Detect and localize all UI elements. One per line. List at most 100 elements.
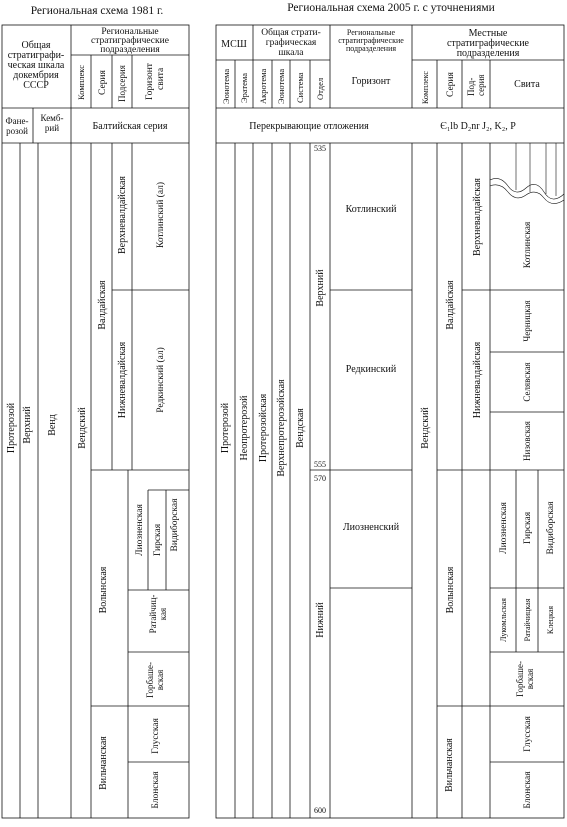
- right-header-msh: МСШ: [221, 39, 247, 50]
- left-upper: Верхний: [22, 406, 33, 444]
- left-vendian-complex: Вендский: [77, 407, 88, 449]
- svg-text:стратиграфические: стратиграфические: [91, 35, 169, 46]
- left-vidibor-suite: Видиборская: [169, 498, 180, 552]
- right-header-general: Общая страти- графическая шкала: [261, 27, 321, 58]
- left-header-subseries: Подсерия: [117, 65, 127, 102]
- svg-text:кая: кая: [158, 608, 168, 620]
- right-kotlin-suite: Котлинская: [523, 221, 533, 268]
- right-vidibor-suite: Видиборская: [545, 501, 556, 555]
- right-vilchan-series: Вильчанская: [444, 738, 455, 792]
- right-blon-suite: Блонская: [523, 771, 533, 809]
- left-vend: Венд: [47, 414, 58, 436]
- right-age-570: 570: [314, 474, 326, 483]
- left-liozno-suite: Лиозненская: [135, 504, 145, 556]
- svg-text:стратиграфические: стратиграфические: [447, 38, 530, 49]
- left-lower-valdai: Нижневалдайская: [117, 341, 128, 418]
- right-proterozoic-acrothem: Протерозойская: [258, 393, 269, 462]
- right-age-555: 555: [314, 460, 326, 469]
- svg-text:вская: вская: [155, 670, 165, 691]
- right-header-eonothem2: Эонотема: [276, 69, 286, 104]
- right-lukoml-suite: Лукомльская: [499, 598, 508, 642]
- right-upper-proterozoic: Верхнепротерозойская: [276, 379, 287, 477]
- left-header-complex: Комплекс: [76, 65, 86, 100]
- right-nizov-suite: Низовская: [522, 421, 532, 461]
- right-header-erathem: Эратема: [239, 73, 249, 103]
- left-header-suite: свита: [156, 67, 166, 90]
- left-gir-suite: Гирская: [153, 523, 163, 556]
- right-seliv-suite: Селявская: [522, 362, 532, 401]
- right-age-535: 535: [314, 144, 326, 153]
- right-redkin-horizon: Редкинский: [346, 364, 397, 375]
- right-liozno-suite: Лиозненская: [499, 502, 509, 554]
- right-header-subseries: Под-: [466, 78, 476, 96]
- right-gorbash-suite: Горбаше-: [515, 661, 525, 697]
- left-valdai-series: Валдайская: [97, 280, 108, 330]
- left-glus-suite: Глусская: [151, 717, 161, 753]
- right-header-eonothem: Эонотема: [221, 69, 231, 104]
- right-lower-division: Нижний: [315, 602, 326, 638]
- left-vilchan-series: Вильчанская: [98, 736, 109, 790]
- right-chern-suite: Черницкая: [522, 300, 532, 341]
- right-header-regional: Региональные стратиграфические подраздел…: [338, 28, 404, 53]
- svg-text:подразделения: подразделения: [457, 48, 520, 59]
- svg-text:ческая шкала: ческая шкала: [8, 60, 65, 71]
- left-header-regional: Региональные стратиграфические подраздел…: [91, 27, 169, 55]
- right-table: МСШ Общая страти- графическая шкала Реги…: [215, 24, 565, 819]
- right-overlying: Перекрывающие отложения: [249, 121, 369, 132]
- left-phanerozoic: Фане-: [6, 116, 29, 126]
- left-table-title: Региональная схема 1981 г.: [31, 5, 164, 17]
- left-ratai-suite: Ратайчиц-: [148, 595, 158, 634]
- right-glus-suite: Глусская: [523, 715, 533, 751]
- left-header-general: Общая стратиграфи- ческая шкала докембри…: [8, 40, 65, 91]
- svg-text:подразделения: подразделения: [100, 45, 160, 55]
- right-vendian-complex: Вендский: [420, 407, 431, 449]
- right-valdai-series: Валдайская: [445, 280, 456, 330]
- svg-text:Местные: Местные: [469, 28, 508, 39]
- svg-text:Общая страти-: Общая страти-: [261, 27, 321, 38]
- left-table: Общая стратиграфи- ческая шкала докембри…: [1, 24, 190, 819]
- svg-text:стратиграфические: стратиграфические: [338, 36, 404, 45]
- left-kotlin-horizon: Котлинский (ал): [155, 182, 166, 248]
- right-header-series: Серия: [446, 71, 456, 97]
- left-blon-suite: Блонская: [151, 771, 161, 809]
- left-gorbash-suite: Горбаше-: [145, 662, 155, 698]
- right-header-horizon: Горизонт: [352, 76, 391, 87]
- svg-text:стратиграфи-: стратиграфи-: [8, 50, 65, 61]
- right-lower-valdai: Нижневалдайская: [472, 341, 483, 418]
- right-header-division: Отдел: [315, 77, 325, 100]
- svg-text:вская: вская: [525, 669, 535, 690]
- right-neoproterozoic: Неопротерозой: [239, 395, 250, 461]
- right-table-title: Региональная схема 2005 г. с уточнениями: [287, 2, 495, 14]
- right-proterozoic: Протерозой: [220, 402, 231, 453]
- right-header-suite: Свита: [514, 79, 540, 90]
- svg-text:подразделения: подразделения: [346, 44, 396, 53]
- left-proterozoic: Протерозой: [6, 402, 17, 453]
- right-header-complex: Комплекс: [421, 71, 430, 104]
- right-upper-valdai: Верхневалдайская: [472, 178, 483, 256]
- left-volyn-series: Волынская: [98, 566, 109, 613]
- svg-text:докембрия: докембрия: [13, 70, 59, 81]
- left-redkin-horizon: Редкинский (ал): [155, 347, 166, 413]
- left-cambrian: Кемб-: [41, 113, 64, 123]
- svg-text:рий: рий: [45, 123, 59, 133]
- right-gir-suite: Гирская: [523, 511, 533, 544]
- svg-text:Общая: Общая: [21, 40, 50, 51]
- right-vendian-system: Вендская: [295, 408, 306, 448]
- right-kletsk-suite: Клецкая: [546, 606, 555, 634]
- svg-text:Региональные: Региональные: [101, 27, 158, 37]
- svg-text:СССР: СССР: [23, 80, 49, 91]
- right-header-local: Местные стратиграфические подразделения: [447, 28, 530, 59]
- svg-text:розой: розой: [6, 126, 28, 136]
- left-header-series: Серия: [98, 69, 108, 95]
- left-header-horizon: Горизонт: [145, 62, 155, 100]
- svg-text:графическая: графическая: [266, 37, 317, 48]
- right-kotlin-horizon: Котлинский: [346, 204, 398, 215]
- right-header-system: Система: [295, 72, 305, 103]
- svg-text:Региональные: Региональные: [347, 28, 396, 37]
- svg-text:шкала: шкала: [278, 48, 304, 58]
- right-age-600: 600: [314, 806, 326, 815]
- svg-text:серия: серия: [476, 74, 486, 96]
- right-ratai-suite: Ратайчицкая: [523, 598, 532, 641]
- right-liozno-horizon: Лиозненский: [343, 522, 400, 533]
